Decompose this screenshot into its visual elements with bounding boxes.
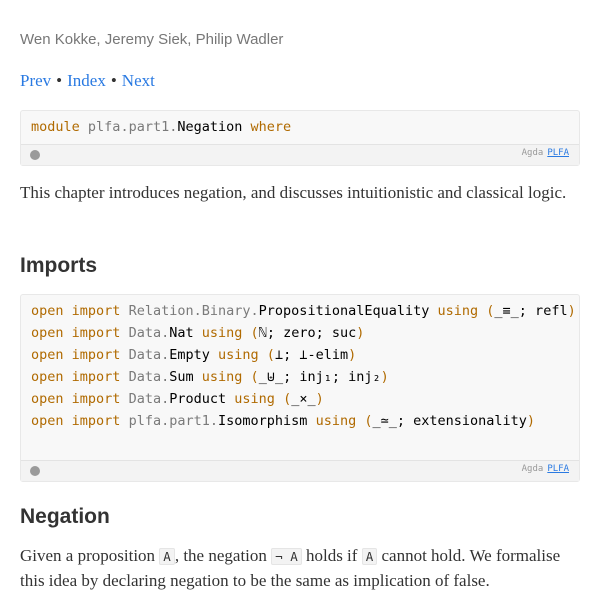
import-line: open import Relation.Binary.Propositiona… bbox=[31, 303, 576, 319]
inline-code: A bbox=[159, 548, 175, 565]
imported-names: _×_ bbox=[291, 391, 316, 407]
imports-code-block: open import Relation.Binary.Propositiona… bbox=[20, 294, 580, 482]
module-path: plfa bbox=[128, 413, 162, 429]
imports-heading: Imports bbox=[20, 254, 98, 277]
imported-names: _⊎_; inj₁; inj₂ bbox=[258, 369, 381, 385]
module-path: part1 bbox=[169, 413, 210, 429]
import-line: open import Data.Sum using (_⊎_; inj₁; i… bbox=[31, 369, 389, 385]
keyword-import: import bbox=[71, 303, 121, 319]
keyword-open: open bbox=[31, 413, 64, 429]
module-path: Relation bbox=[128, 303, 194, 319]
keyword-using: using bbox=[218, 347, 259, 363]
keyword-open: open bbox=[31, 391, 64, 407]
nav-separator: • bbox=[110, 71, 117, 90]
keyword-using: using bbox=[437, 303, 479, 319]
module-name: PropositionalEquality bbox=[258, 303, 430, 319]
import-line: open import Data.Empty using (⊥; ⊥-elim) bbox=[31, 347, 357, 363]
imports-code: open import Relation.Binary.Propositiona… bbox=[21, 295, 579, 432]
module-name: Negation bbox=[177, 119, 243, 135]
imported-names: _≡_; refl bbox=[494, 303, 568, 319]
keyword-using: using bbox=[315, 413, 357, 429]
imported-names: _≃_; extensionality bbox=[372, 413, 527, 429]
circle-icon bbox=[30, 466, 40, 476]
module-declaration: module plfa.part1.Negation where bbox=[31, 119, 292, 135]
negation-heading: Negation bbox=[20, 505, 110, 528]
import-line: open import plfa.part1.Isomorphism using… bbox=[31, 413, 536, 429]
plfa-link[interactable]: PLFA bbox=[547, 464, 569, 474]
keyword-open: open bbox=[31, 369, 64, 385]
import-line: open import Data.Nat using (ℕ; zero; suc… bbox=[31, 325, 365, 341]
authors: Wen Kokke, Jeremy Siek, Philip Wadler bbox=[20, 31, 284, 48]
plfa-link[interactable]: PLFA bbox=[547, 148, 569, 158]
negation-paragraph: Given a proposition A, the negation ¬ A … bbox=[20, 546, 561, 590]
imported-names: ℕ; zero; suc bbox=[258, 325, 357, 341]
module-path: Data bbox=[128, 391, 162, 407]
module-name: Isomorphism bbox=[218, 413, 308, 429]
keyword-import: import bbox=[71, 413, 121, 429]
keyword-open: open bbox=[31, 347, 64, 363]
inline-code: ¬ A bbox=[271, 548, 302, 565]
module-path: Data bbox=[128, 369, 162, 385]
keyword-import: import bbox=[71, 391, 121, 407]
keyword-module: module bbox=[31, 119, 80, 135]
module-path: Binary bbox=[201, 303, 251, 319]
keyword-import: import bbox=[71, 347, 121, 363]
inline-code: A bbox=[361, 548, 378, 565]
prev-link[interactable]: Prev bbox=[20, 71, 52, 90]
module-path: plfa bbox=[87, 119, 121, 135]
keyword-using: using bbox=[201, 325, 243, 341]
keyword-import: import bbox=[71, 369, 121, 385]
module-path: Data bbox=[128, 325, 162, 341]
keyword-using: using bbox=[234, 391, 275, 407]
keyword-open: open bbox=[31, 303, 64, 319]
index-link[interactable]: Index bbox=[67, 71, 106, 90]
keyword-where: where bbox=[250, 119, 292, 135]
keyword-open: open bbox=[31, 325, 64, 341]
next-link[interactable]: Next bbox=[121, 71, 155, 90]
chapter-nav: Prev•Index•Next bbox=[20, 71, 155, 91]
keyword-using: using bbox=[201, 369, 243, 385]
module-name: Product bbox=[169, 391, 227, 407]
import-line: open import Data.Product using (_×_) bbox=[31, 391, 324, 407]
nav-separator: • bbox=[56, 71, 63, 90]
module-path: Data bbox=[128, 347, 162, 363]
module-name: Nat bbox=[169, 325, 194, 341]
module-path: part1 bbox=[128, 119, 170, 135]
intro-paragraph: This chapter introduces negation, and di… bbox=[20, 183, 567, 202]
module-name: Empty bbox=[169, 347, 210, 363]
keyword-import: import bbox=[71, 325, 121, 341]
circle-icon bbox=[30, 150, 40, 160]
module-name: Sum bbox=[169, 369, 194, 385]
imported-names: ⊥; ⊥-elim bbox=[274, 347, 349, 363]
